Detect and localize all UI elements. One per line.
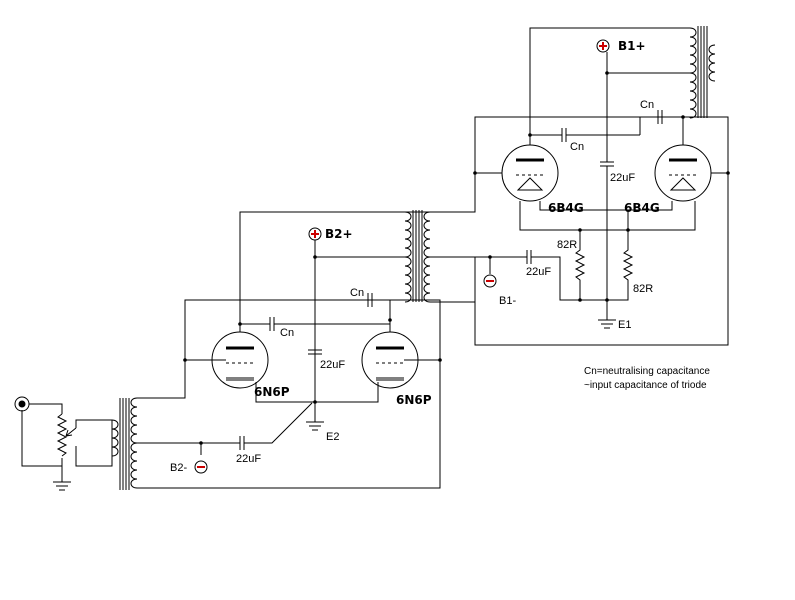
b1-plus-symbol (596, 39, 610, 53)
tube-label-6n6p-right: 6N6P (396, 393, 432, 407)
output-tube-right (539, 117, 728, 211)
output-tube-left (475, 117, 696, 231)
cap-label-22uf-b2: 22uF (236, 453, 261, 465)
b2-minus-label: B2- (170, 462, 187, 474)
neutralising-capacitor-driver-2 (240, 293, 405, 307)
cap-label-22uf-output: 22uF (610, 172, 635, 184)
grid-bias-capacitor-b2 (239, 402, 313, 450)
b1-plus-label: B1+ (618, 39, 646, 53)
tube-label-6b4g-left: 6B4G (548, 201, 584, 215)
interstage-transformer (239, 210, 431, 303)
note-line-1: Cn=neutralising capacitance (584, 366, 710, 377)
grid-bias-capacitor-b1 (475, 250, 580, 301)
driver-tube-left (211, 300, 379, 403)
input-ground-icon (53, 481, 71, 491)
bypass-capacitor-b1 (600, 161, 614, 300)
driver-tube-right (361, 300, 419, 389)
cap-label-22uf-center: 22uF (320, 359, 345, 371)
bias-resistor-left (574, 230, 586, 300)
e1-ground-label: E1 (618, 319, 631, 331)
tube-label-6n6p-left: 6N6P (254, 385, 290, 399)
cn-label-output-1: Cn (570, 141, 584, 153)
input-jack (14, 396, 30, 412)
cn-label-driver-2: Cn (350, 287, 364, 299)
e2-ground-icon (306, 421, 324, 431)
cn-label-driver-1: Cn (280, 327, 294, 339)
neutralising-capacitor-output-2 (607, 110, 698, 135)
tube-label-6b4g-right: 6B4G (624, 201, 660, 215)
cn-label-output-2: Cn (640, 99, 654, 111)
resistor-label-82r-left: 82R (557, 239, 577, 251)
b2-minus-symbol (194, 460, 208, 474)
b1-minus-symbol (483, 274, 497, 288)
bias-resistor-right (580, 210, 634, 301)
resistor-label-82r-right: 82R (633, 283, 653, 295)
b1-minus-label: B1- (499, 295, 516, 307)
volume-potentiometer (56, 413, 112, 457)
cap-label-22uf-b1: 22uF (526, 266, 551, 278)
output-transformer (529, 26, 716, 119)
note-line-2: ~input capacitance of triode (584, 380, 707, 391)
input-transformer (111, 397, 138, 490)
bypass-capacitor-b2 (308, 349, 322, 355)
e2-ground-label: E2 (326, 431, 339, 443)
neutralising-capacitor-driver-1 (240, 317, 390, 331)
e1-ground-icon (598, 319, 616, 329)
b2-plus-symbol (308, 227, 322, 241)
b2-plus-label: B2+ (325, 227, 353, 241)
neutralising-capacitor-output-1 (530, 128, 640, 142)
